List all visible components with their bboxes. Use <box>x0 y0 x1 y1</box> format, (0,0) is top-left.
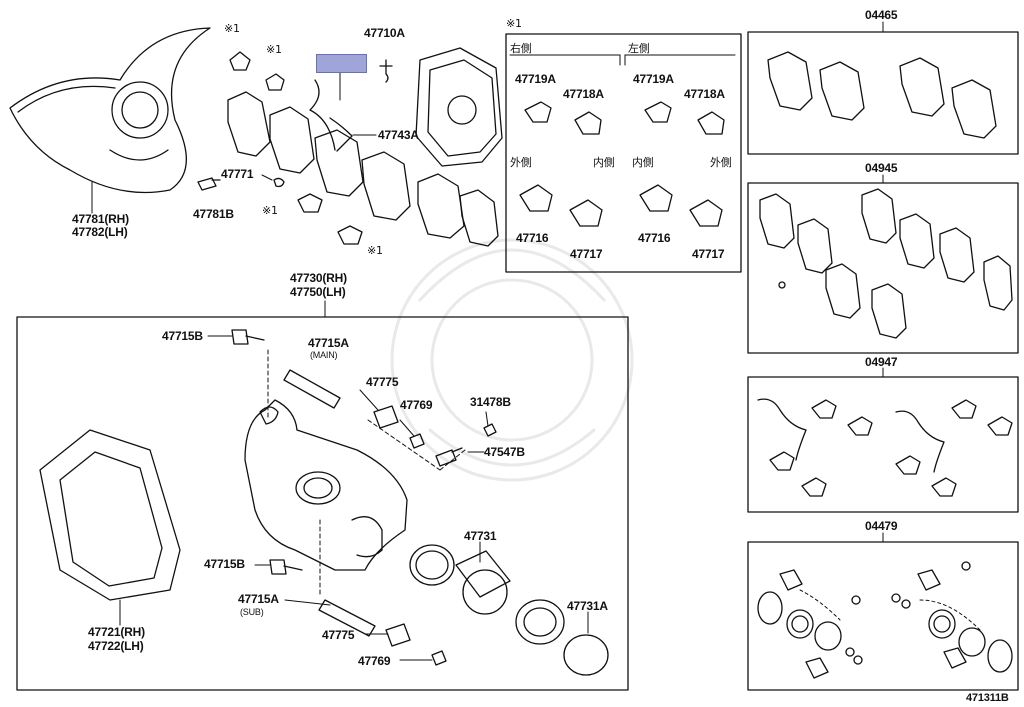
callout-31478B[interactable]: 31478B <box>470 395 511 409</box>
callout-47781B[interactable]: 47781B <box>193 207 234 221</box>
callout-47769[interactable]: 47769 <box>358 654 391 668</box>
kit-label-04945[interactable]: 04945 <box>865 161 898 175</box>
small-rubber-parts <box>373 405 497 666</box>
caliper-group-box <box>16 316 629 691</box>
top-caliper <box>415 47 503 167</box>
callout-47775[interactable]: 47775 <box>366 375 399 389</box>
highlighted-part[interactable] <box>316 54 367 73</box>
pins <box>231 329 466 637</box>
mounting-bracket <box>39 429 181 626</box>
kit-box-04465 <box>747 31 1019 155</box>
callout-47722[interactable]: 47722(LH) <box>88 639 144 653</box>
callout-47721[interactable]: 47721(RH) <box>88 625 145 639</box>
ref-mark: ※1 <box>262 204 278 217</box>
inner-label: 内側 <box>593 156 615 169</box>
kit-04945-pads <box>759 188 1013 339</box>
callout-47715B[interactable]: 47715B <box>204 557 245 571</box>
callout-47782[interactable]: 47782(LH) <box>72 225 128 239</box>
callout-47718A[interactable]: 47718A <box>563 87 604 101</box>
kit-label-04947[interactable]: 04947 <box>865 355 898 369</box>
top-hardware <box>197 51 393 245</box>
diagram-id: 471311B <box>966 692 1009 704</box>
inner-label: 内側 <box>632 156 654 169</box>
right-side-label: 右側 <box>510 42 532 55</box>
ref-mark: ※1 <box>224 22 240 35</box>
kit-box-04479 <box>747 541 1019 691</box>
callout-47717[interactable]: 47717 <box>692 247 725 261</box>
callout-47718A[interactable]: 47718A <box>684 87 725 101</box>
callout-47719A[interactable]: 47719A <box>633 72 674 86</box>
dust-shield <box>9 27 211 214</box>
callout-47771[interactable]: 47771 <box>221 167 254 181</box>
callout-47715A-main[interactable]: 47715A <box>308 336 349 350</box>
callout-47731A[interactable]: 47731A <box>567 599 608 613</box>
ref-mark: ※1 <box>506 17 522 30</box>
callout-47743A[interactable]: 47743A <box>378 128 419 142</box>
callout-47716[interactable]: 47716 <box>516 231 549 245</box>
left-side-label: 左側 <box>628 42 650 55</box>
kit-04947-parts <box>757 398 1013 497</box>
clip-box <box>505 33 742 273</box>
top-pads <box>227 91 499 247</box>
piston-seals <box>409 544 609 676</box>
leader-lines <box>207 335 589 661</box>
caliper-body <box>244 399 408 571</box>
callout-47717[interactable]: 47717 <box>570 247 603 261</box>
outer-label: 外側 <box>510 156 532 169</box>
callout-47715B[interactable]: 47715B <box>162 329 203 343</box>
kit-box-04947 <box>747 376 1019 513</box>
clip-box-parts <box>519 101 725 227</box>
callout-47715A-sub[interactable]: 47715A <box>238 592 279 606</box>
callout-47730[interactable]: 47730(RH) <box>290 271 347 285</box>
sub-note: (SUB) <box>240 607 264 617</box>
main-note: (MAIN) <box>310 350 338 360</box>
outer-label: 外側 <box>710 156 732 169</box>
callout-47547B[interactable]: 47547B <box>484 445 525 459</box>
kit-label-04479[interactable]: 04479 <box>865 519 898 533</box>
watermark-emblem <box>390 238 634 482</box>
ref-mark: ※1 <box>266 43 282 56</box>
callout-47750[interactable]: 47750(LH) <box>290 285 346 299</box>
kit-04465-pads <box>767 51 997 139</box>
kit-04479-parts <box>757 561 1013 679</box>
kit-box-04945 <box>747 182 1019 354</box>
callout-47716[interactable]: 47716 <box>638 231 671 245</box>
callout-47719A[interactable]: 47719A <box>515 72 556 86</box>
callout-47775[interactable]: 47775 <box>322 628 355 642</box>
callout-47769[interactable]: 47769 <box>400 398 433 412</box>
callout-47781[interactable]: 47781(RH) <box>72 212 129 226</box>
callout-47731[interactable]: 47731 <box>464 529 497 543</box>
kit-label-04465[interactable]: 04465 <box>865 8 898 22</box>
ref-mark: ※1 <box>367 244 383 257</box>
callout-47710A[interactable]: 47710A <box>364 26 405 40</box>
